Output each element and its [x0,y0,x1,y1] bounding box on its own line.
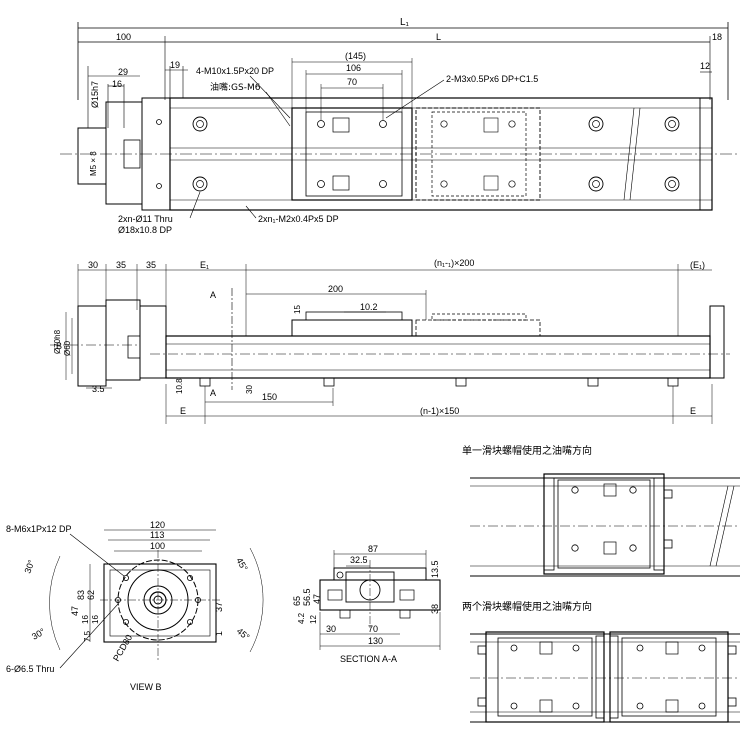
caption-single: 单一滑块螺帽使用之油嘴方向 [462,444,592,457]
section-mark-a-bottom: A [210,388,216,398]
dim-16a: 16 [81,615,90,624]
dim-pitch200: (n₁-₁)×200 [434,258,474,268]
dim-13-5: 13.5 [430,560,440,578]
dim-e-left: E [180,406,186,416]
dim-4-2: 4.2 [297,612,306,624]
dim-120: 120 [150,520,165,530]
dim-e-right: E [690,406,696,416]
dim-1: 1 [214,631,224,636]
dim-16: 16 [112,79,122,89]
note-thru-2: Ø18x10.8 DP [118,225,172,235]
dim-37: 37 [214,602,224,612]
dim-100-vb: 100 [150,541,165,551]
note-thru-vb: 6-Ø6.5 Thru [6,664,54,674]
dim-15: 15 [293,305,302,314]
dim-18: 18 [712,32,722,42]
angle-45-bottom: 45° [235,626,252,643]
side-view: 30 35 35 E₁ (n₁-₁)×200 (E₁) B Ø70h8 Ø60 … [50,258,730,424]
dim-3-5: 3.5 [92,384,105,394]
dim-70-aa: 70 [368,624,378,634]
dim-35a: 35 [116,260,126,270]
note-tap-top: 4-M10x1.5Px20 DP [196,66,274,76]
dim-130: 130 [368,636,383,646]
dim-10-2: 10.2 [360,302,378,312]
dim-62: 62 [86,590,96,600]
section-a-a: 87 32.5 13.5 65 56.5 47 4.2 12 38 30 70 … [292,544,441,664]
dim-87: 87 [368,544,378,554]
dim-200: 200 [328,284,343,294]
dim-47-vb: 47 [70,606,80,616]
note-thru-1: 2xn-Ø11 Thru [118,214,173,224]
dim-83: 83 [76,590,86,600]
dim-47-aa: 47 [312,594,322,604]
dim-56-5: 56.5 [302,588,312,606]
rail-holes [192,116,680,192]
angle-30-top: 30° [22,558,36,575]
dim-30: 30 [88,260,98,270]
dim-16b: 16 [91,615,100,624]
view-b-title: VIEW B [130,682,162,692]
angle-30-bottom: 30° [30,626,47,642]
dim-100: 100 [116,32,131,42]
dim-30b: 30 [245,385,254,394]
dim-30-aa: 30 [326,624,336,634]
detail-single: 单一滑块螺帽使用之油嘴方向 [462,444,740,577]
dim-32-5: 32.5 [350,555,368,565]
dim-pcd80: PCD80 [111,633,134,663]
section-mark-a-top: A [210,290,216,300]
dim-10-8: 10.8 [175,378,184,394]
dim-dia15h7: Ø15h7 [90,81,100,108]
dim-dia70h8: Ø70h8 [53,329,62,354]
dim-113: 113 [150,530,164,540]
note-grease: 油嘴:GS-M6 [210,81,261,93]
dim-m5: M5 × 8 [89,151,98,176]
dim-65: 65 [292,596,302,606]
dim-l1: L₁ [400,17,410,28]
label-b: B [56,341,62,351]
dim-l: L [436,32,441,42]
dim-38: 38 [430,604,440,614]
caption-double: 两个滑块螺帽使用之油嘴方向 [462,600,592,613]
dim-70: 70 [347,77,357,87]
dim-e1: E₁ [200,260,209,270]
dim-145: (145) [345,51,366,61]
dim-12-aa: 12 [309,615,318,624]
dim-19: 19 [170,60,180,70]
note-tap-vb: 8-M6x1Px12 DP [6,524,72,534]
view-b: 120 113 100 83 62 47 16 16 7.5 37 1 30° … [6,520,264,692]
angle-45-top: 45° [234,556,250,573]
top-view: L₁ 100 L 18 29 16 Ø15h7 M5 × 8 19 [60,17,740,235]
dim-150: 150 [262,392,277,402]
dim-35b: 35 [146,260,156,270]
detail-double: 两个滑块螺帽使用之油嘴方向 [462,600,740,723]
dim-29: 29 [118,67,128,77]
dim-12: 12 [700,61,710,71]
dim-e1p: (E₁) [690,260,705,270]
dim-106: 106 [346,63,361,73]
dim-pitch150: (n-1)×150 [420,406,459,416]
dim-7-5: 7.5 [83,630,92,642]
dim-dia60: Ø60 [63,340,72,356]
section-aa-title: SECTION A-A [340,654,397,664]
note-tap-small: 2-M3x0.5Px6 DP+C1.5 [446,74,538,84]
note-tap-bottom: 2xn₁-M2x0.4Px5 DP [258,214,339,224]
